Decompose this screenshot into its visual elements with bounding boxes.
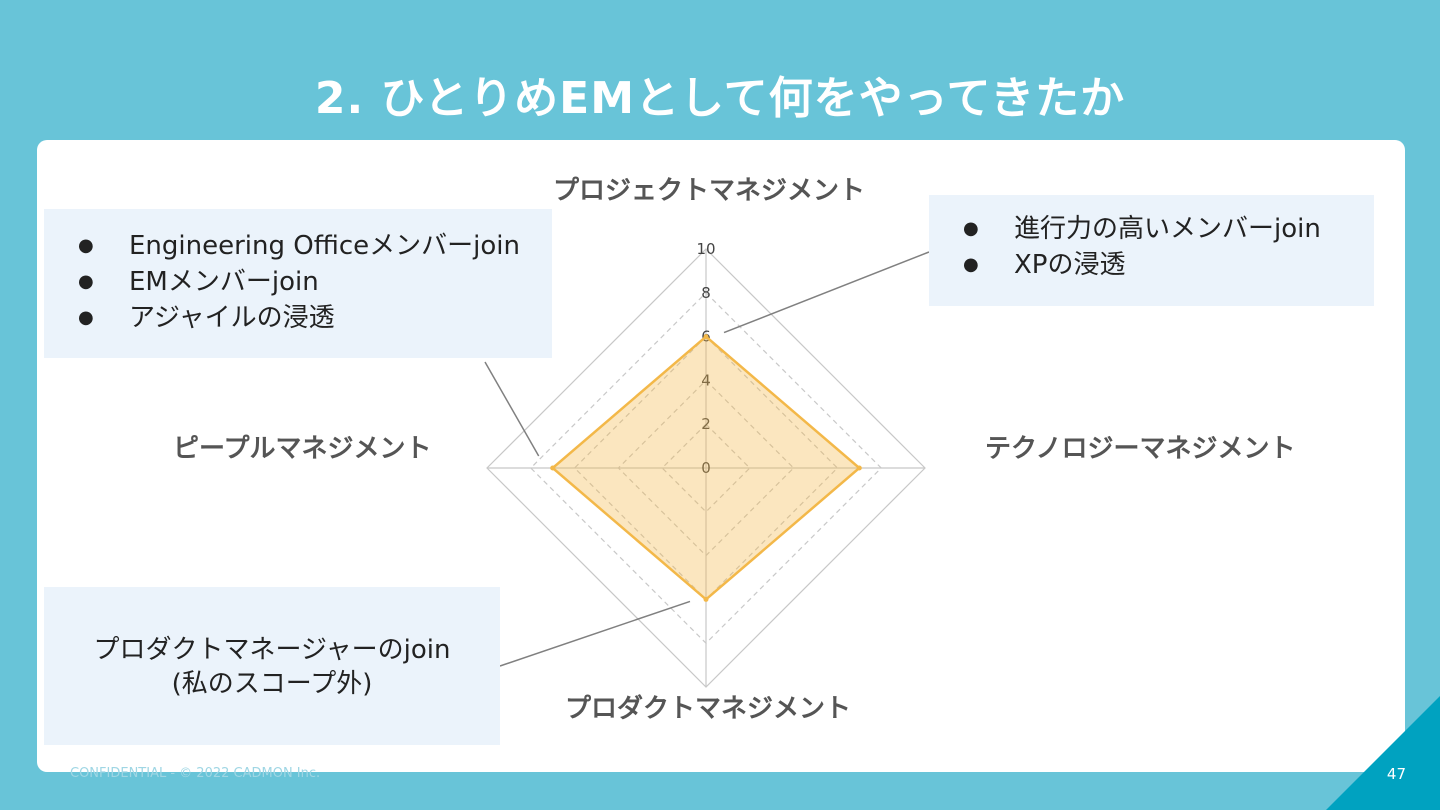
page-number: 47 — [1386, 765, 1406, 783]
axis-label-project: プロジェクトマネジメント — [553, 176, 866, 206]
note-technology: 進行力の高いメンバーjoin XPの浸透 — [929, 195, 1374, 306]
radar-point — [703, 334, 709, 340]
radar-tick-label: 4 — [701, 371, 711, 389]
axis-label-people: ピープルマネジメント — [173, 434, 432, 464]
note-line: プロダクトマネージャーのjoin — [93, 635, 451, 665]
note-people: Engineering Officeメンバーjoin EMメンバーjoin アジ… — [44, 209, 552, 358]
radar-tick-label: 0 — [701, 459, 711, 477]
radar-tick-label: 10 — [696, 240, 715, 258]
note-product: プロダクトマネージャーのjoin (私のスコープ外) — [44, 587, 500, 745]
list-item: アジャイルの浸透 — [44, 300, 552, 336]
list-item: XPの浸透 — [929, 247, 1374, 283]
axis-label-technology: テクノロジーマネジメント — [985, 434, 1296, 464]
leader-line-technology — [723, 251, 930, 334]
leader-line-product — [499, 600, 691, 667]
list-item: EMメンバーjoin — [44, 264, 552, 300]
slide-title: 2. ひとりめEMとして何をやってきたか — [314, 73, 1126, 124]
footer-text: CONFIDENTIAL - © 2022 CADMON Inc. — [70, 766, 321, 781]
note-line: (私のスコープ外) — [171, 669, 373, 699]
axis-label-product: プロダクトマネジメント — [565, 694, 852, 724]
list-item: Engineering Officeメンバーjoin — [44, 228, 552, 264]
leader-line-people — [484, 361, 540, 457]
radar-point — [550, 465, 556, 471]
radar-tick-label: 8 — [701, 284, 711, 302]
radar-point — [856, 465, 862, 471]
radar-tick-label: 2 — [701, 415, 711, 433]
radar-point — [703, 596, 709, 602]
list-item: 進行力の高いメンバーjoin — [929, 211, 1374, 247]
